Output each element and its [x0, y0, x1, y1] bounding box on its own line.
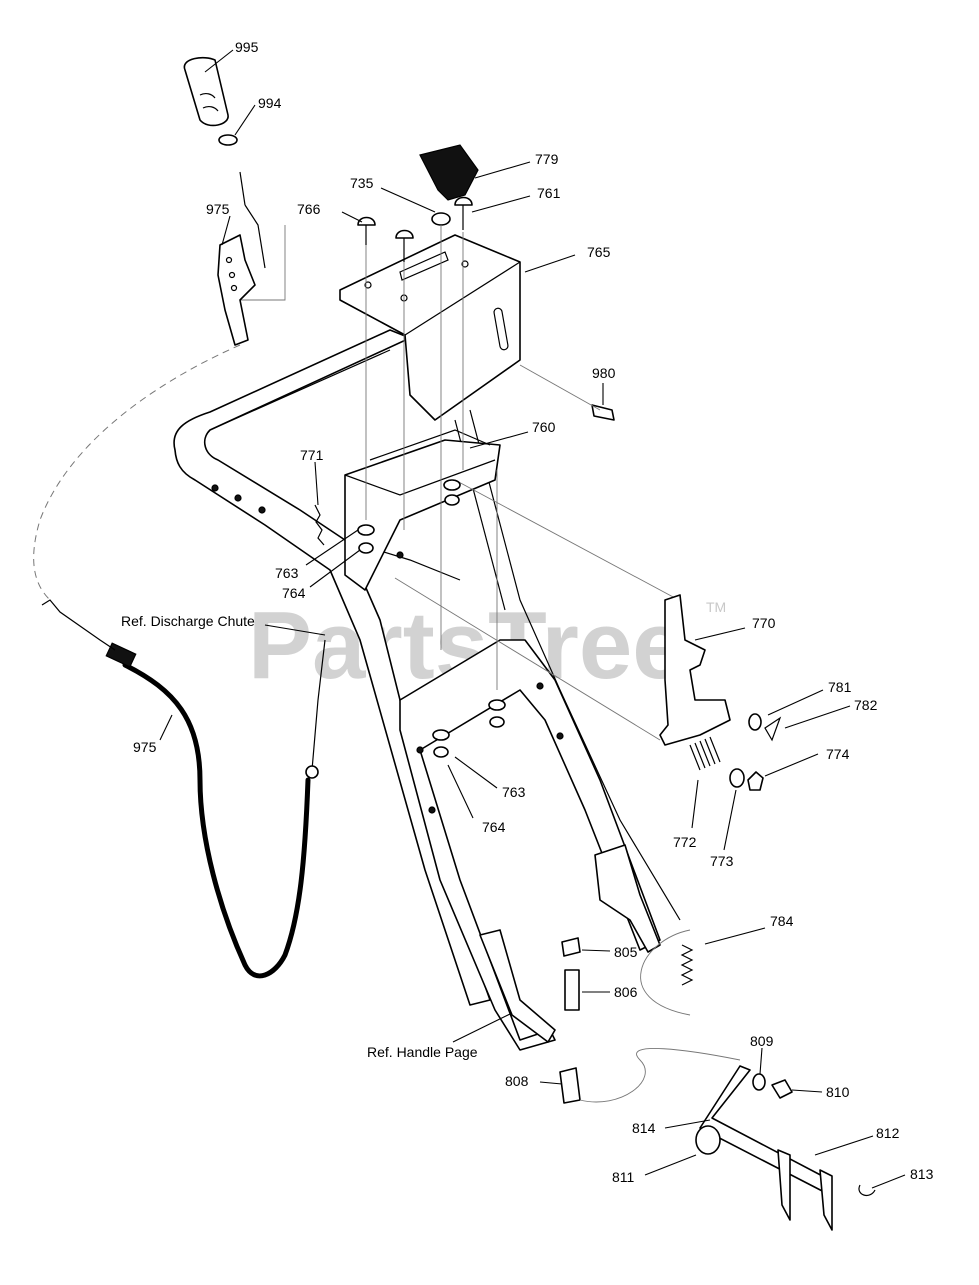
label-763-lower: 763 [502, 784, 526, 800]
label-980: 980 [592, 365, 616, 381]
handle-bracket-right [594, 844, 661, 953]
watermark-tm: TM [706, 599, 726, 615]
label-782: 782 [854, 697, 878, 713]
label-774: 774 [826, 746, 850, 762]
label-994: 994 [258, 95, 282, 111]
label-995: 995 [235, 39, 259, 55]
label-773: 773 [710, 853, 734, 869]
part-labels: 995 994 975 766 735 779 761 765 980 760 … [121, 39, 934, 1185]
spacer-806 [564, 969, 580, 1011]
label-766: 766 [297, 201, 321, 217]
cable-routing-dashed [33, 344, 241, 601]
washer-763-lower [432, 729, 450, 741]
label-761: 761 [537, 185, 561, 201]
label-975-top: 975 [206, 201, 230, 217]
handle-assembly [173, 329, 681, 1051]
label-764-lower: 764 [482, 819, 506, 835]
ferrule-808 [559, 1067, 581, 1104]
nut-764-lower [433, 746, 449, 758]
spring-772 [689, 736, 721, 771]
bushing-735 [431, 212, 451, 226]
grip-995 [183, 56, 229, 127]
washer-763-upper [357, 524, 375, 536]
knob-779 [419, 144, 479, 201]
label-771: 771 [300, 447, 324, 463]
label-805: 805 [614, 944, 638, 960]
spring-784 [680, 944, 694, 986]
nut-774 [747, 771, 764, 791]
nut-810 [771, 1079, 793, 1099]
bushing-811 [695, 1125, 721, 1155]
label-760: 760 [532, 419, 556, 435]
label-765: 765 [587, 244, 611, 260]
spring-771 [314, 504, 325, 546]
cable-975 [122, 662, 311, 979]
washer-781 [748, 713, 762, 731]
label-813: 813 [910, 1166, 934, 1182]
label-975-bottom: 975 [133, 739, 157, 755]
washer-809 [752, 1073, 766, 1091]
nut-805 [561, 937, 581, 957]
washer-994 [218, 134, 238, 146]
carriage-bolts [357, 196, 473, 262]
shift-lever-975 [217, 171, 266, 346]
label-812: 812 [876, 1125, 900, 1141]
hidden-line-shift [240, 225, 286, 301]
clip-813 [858, 1184, 876, 1197]
upper-handle [173, 329, 491, 1006]
label-784: 784 [770, 913, 794, 929]
label-809: 809 [750, 1033, 774, 1049]
bracket-760 [344, 429, 501, 591]
label-735: 735 [350, 175, 374, 191]
label-779: 779 [535, 151, 559, 167]
bracket-770 [659, 594, 731, 746]
console-765 [339, 234, 521, 421]
leader-lines [159, 49, 906, 1189]
label-772: 772 [673, 834, 697, 850]
label-810: 810 [826, 1084, 850, 1100]
nut-764-upper [358, 542, 374, 554]
label-781: 781 [828, 679, 852, 695]
washer-773 [729, 768, 745, 788]
label-770: 770 [752, 615, 776, 631]
label-ref-handle-page: Ref. Handle Page [367, 1044, 478, 1060]
cotter-782 [764, 716, 782, 742]
label-763-upper: 763 [275, 565, 299, 581]
handle-bracket-left [479, 929, 556, 1043]
label-814: 814 [632, 1120, 656, 1136]
label-ref-discharge-chute: Ref. Discharge Chute [121, 613, 255, 629]
label-811: 811 [612, 1169, 635, 1185]
label-806: 806 [614, 984, 638, 1000]
label-764-upper: 764 [282, 585, 306, 601]
label-808: 808 [505, 1073, 529, 1089]
